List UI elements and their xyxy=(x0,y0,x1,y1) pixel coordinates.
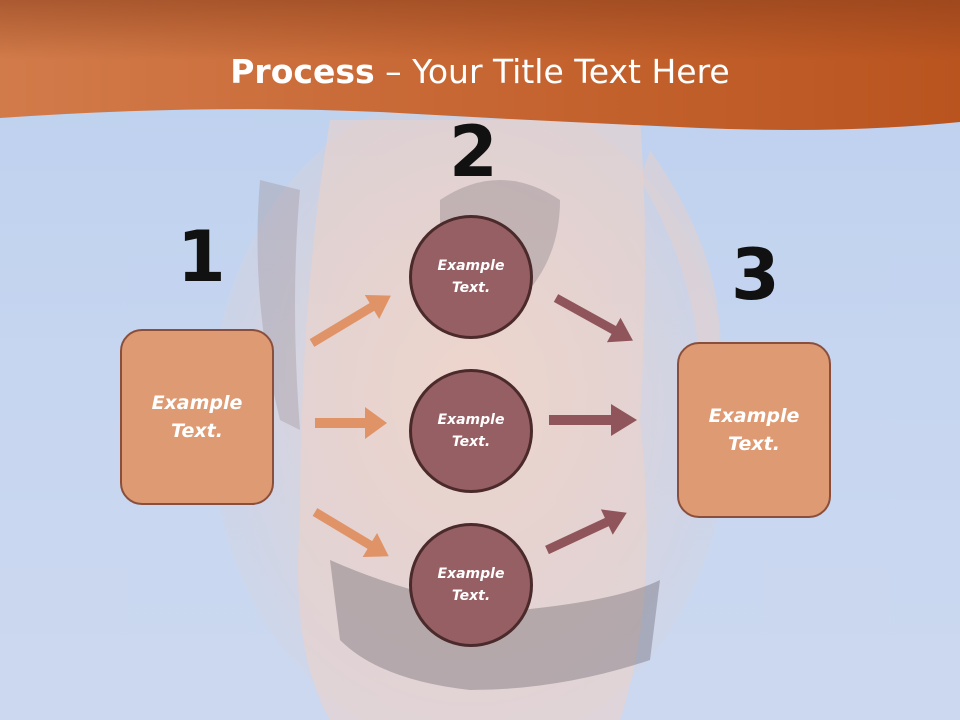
step-2-circle-bottom: Example Text. xyxy=(409,523,533,647)
arrow-down-right-left xyxy=(312,508,389,557)
step-3-box: Example Text. xyxy=(677,342,831,518)
step-2-circle-middle: Example Text. xyxy=(409,369,533,493)
header-band xyxy=(0,0,960,130)
title-rest: – Your Title Text Here xyxy=(374,52,730,91)
left-arrows xyxy=(309,294,391,557)
step-1-box: Example Text. xyxy=(120,329,274,505)
circle-text-bottom: Example Text. xyxy=(437,565,505,604)
step-2-circle-top: Example Text. xyxy=(409,215,533,339)
title-bold: Process xyxy=(230,52,375,91)
step-number-3: 3 xyxy=(731,234,780,316)
arrow-up-right-left xyxy=(309,294,391,347)
right-arrows xyxy=(545,294,637,555)
page-title: Process – Your Title Text Here xyxy=(0,52,960,91)
step-3-text: Example Text. xyxy=(708,404,800,456)
arrow-up-right-right xyxy=(545,509,627,555)
step-1-text: Example Text. xyxy=(151,391,243,443)
step-number-1: 1 xyxy=(177,216,226,298)
circle-text-middle: Example Text. xyxy=(437,411,505,450)
arrow-down-right-right xyxy=(553,294,633,343)
step-number-2: 2 xyxy=(449,111,498,193)
arrow-right-right xyxy=(549,404,637,436)
circle-text-top: Example Text. xyxy=(437,257,505,296)
arrow-right-left xyxy=(315,407,387,439)
